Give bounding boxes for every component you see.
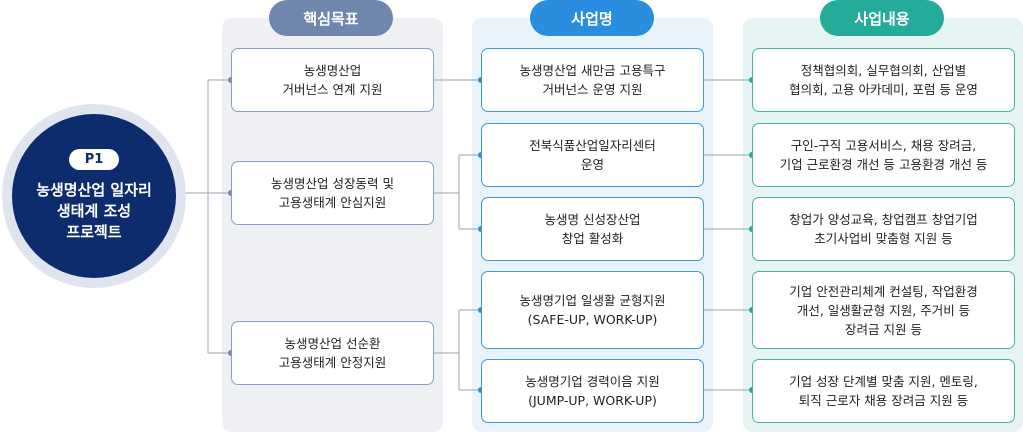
content-box-4: 기업 안전관리체계 컨설팅, 작업환경 개선, 일생활균형 지원, 주거비 등 …	[752, 271, 1015, 349]
header-project: 사업명	[530, 0, 654, 36]
project-box-1: 농생명산업 새만금 고용특구 거버넌스 운영 지원	[481, 48, 704, 112]
goal-box-3: 농생명산업 선순환 고용생태계 안정지원	[231, 321, 434, 385]
p1-badge: P1	[68, 149, 120, 170]
header-goal: 핵심목표	[269, 0, 393, 36]
project-box-4: 농생명기업 일생활 균형지원 (SAFE-UP, WORK-UP)	[481, 271, 704, 349]
project-box-3: 농생명 신성장산업 창업 활성화	[481, 197, 704, 261]
header-content: 사업내용	[820, 0, 944, 36]
project-box-5: 농생명기업 경력이음 지원 (JUMP-UP, WORK-UP)	[481, 359, 704, 423]
center-title: 농생명산업 일자리 생태계 조성 프로젝트	[36, 181, 152, 241]
content-box-1: 정책협의회, 실무협의회, 산업별 협의회, 고용 아카데미, 포럼 등 운영	[752, 48, 1015, 112]
content-box-5: 기업 성장 단계별 맞춤 지원, 멘토링, 퇴직 근로자 채용 장려금 지원 등	[752, 359, 1015, 423]
content-box-3: 창업가 양성교육, 창업캠프 창업기업 초기사업비 맞춤형 지원 등	[752, 197, 1015, 261]
center-circle: P1 농생명산업 일자리 생태계 조성 프로젝트	[12, 114, 176, 278]
project-box-2: 전북식품산업일자리센터 운영	[481, 123, 704, 187]
content-box-2: 구인-구직 고용서비스, 채용 장려금, 기업 근로환경 개선 등 고용환경 개…	[752, 123, 1015, 187]
goal-box-2: 농생명산업 성장동력 및 고용생태계 안심지원	[231, 161, 434, 225]
goal-box-1: 농생명산업 거버넌스 연계 지원	[231, 48, 434, 112]
